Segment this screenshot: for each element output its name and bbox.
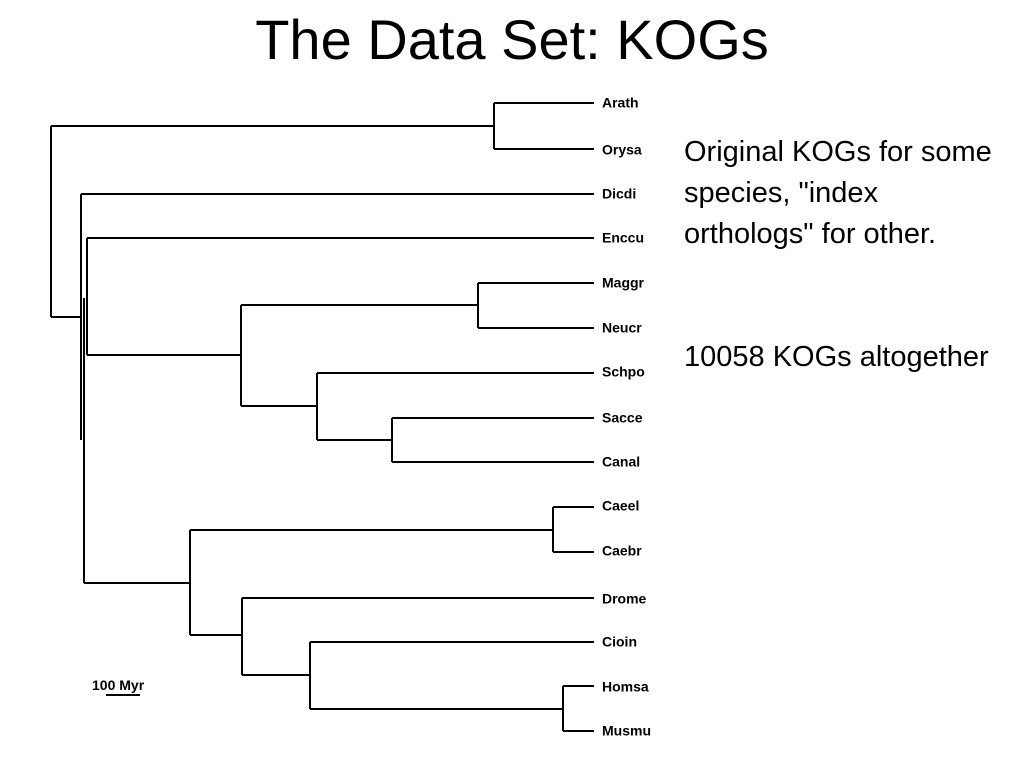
leaf-label-dicdi: Dicdi [602,186,636,202]
leaf-label-neucr: Neucr [602,320,642,336]
leaf-label-cioin: Cioin [602,634,637,650]
note-kog-count: 10058 KOGs altogether [684,341,989,373]
slide-title: The Data Set: KOGs [255,8,769,71]
leaf-label-enccu: Enccu [602,230,644,246]
leaf-label-arath: Arath [602,95,639,111]
scale-bar-label: 100 Myr [92,677,145,693]
leaf-label-caeel: Caeel [602,498,639,514]
leaf-label-orysa: Orysa [602,142,642,158]
leaf-label-drome: Drome [602,591,647,607]
leaf-label-maggr: Maggr [602,275,645,291]
leaf-label-canal: Canal [602,454,640,470]
leaf-label-sacce: Sacce [602,410,643,426]
leaf-label-musmu: Musmu [602,723,651,739]
tree-branches [50,102,594,732]
leaf-label-caebr: Caebr [602,543,642,559]
note-kog-source: Original KOGs for some species, "index o… [684,136,992,250]
leaf-label-homsa: Homsa [602,679,649,695]
leaf-label-schpo: Schpo [602,364,645,380]
scale-bar: 100 Myr [92,677,145,696]
leaf-labels: Arath Orysa Dicdi Enccu Maggr Neucr Schp… [602,95,651,739]
